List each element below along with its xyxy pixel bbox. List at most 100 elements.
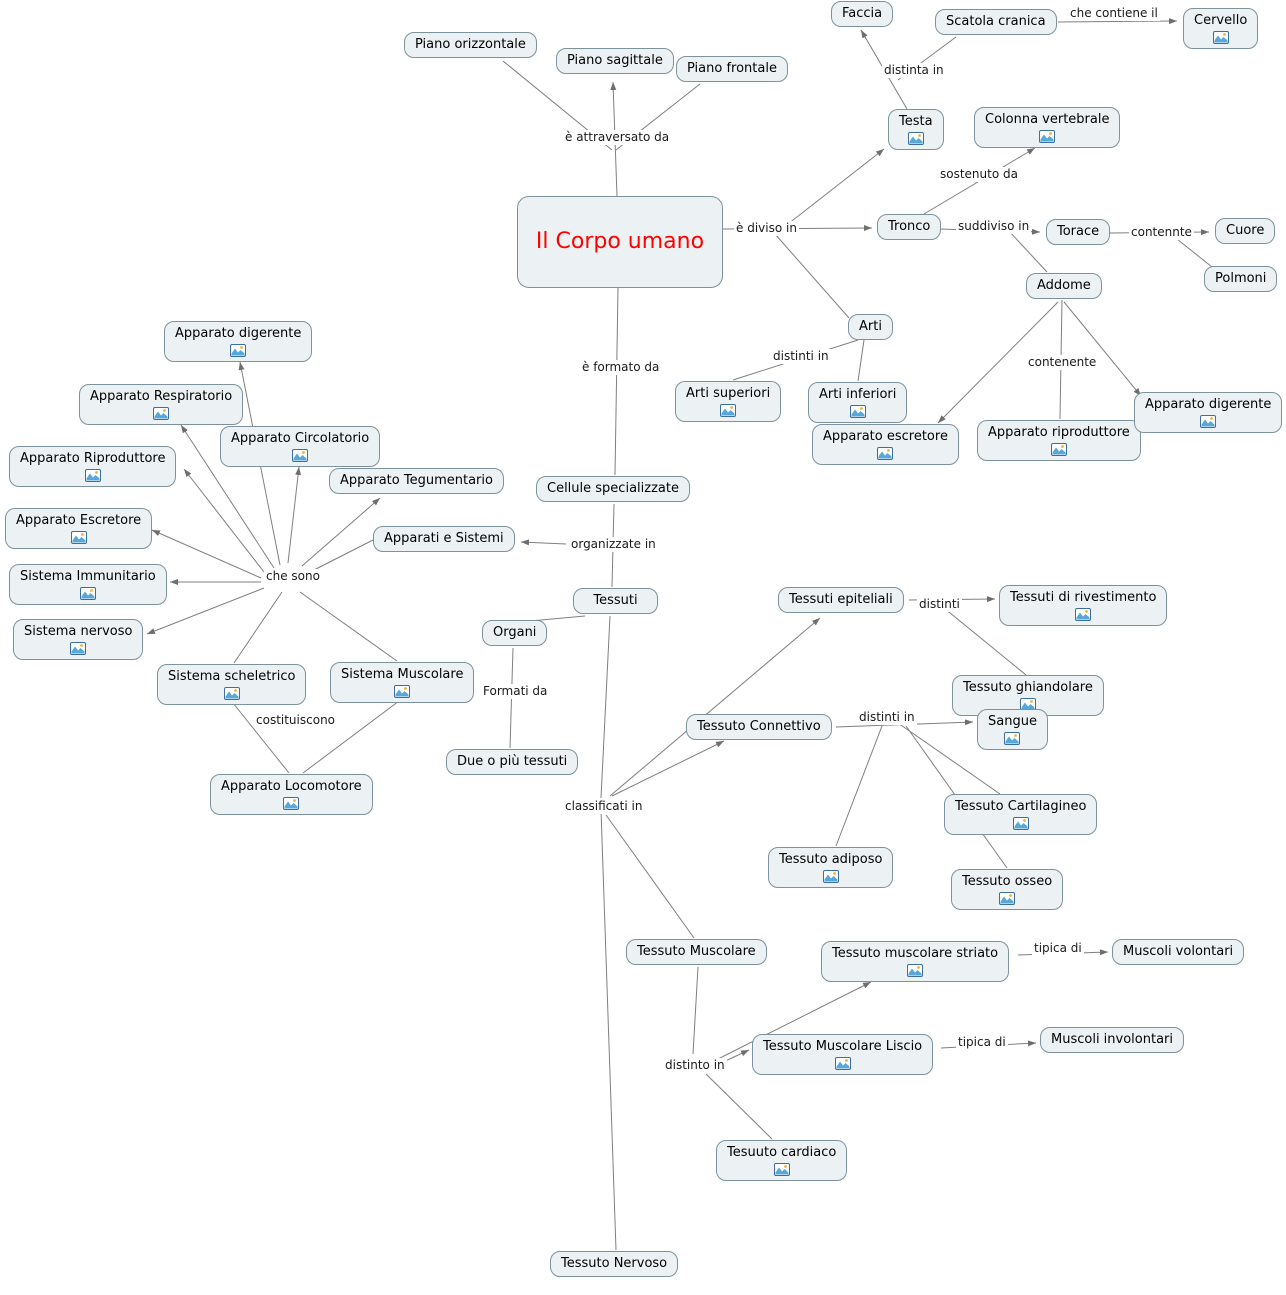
concept-node-apparato-escretore-addome[interactable]: Apparato escretore	[812, 424, 959, 465]
concept-node-tessuto-adiposo[interactable]: Tessuto adiposo	[768, 847, 894, 888]
concept-node-apparati-e-sistemi[interactable]: Apparati e Sistemi	[373, 526, 515, 552]
concept-node-cellule-specializzate[interactable]: Cellule specializzate	[536, 476, 690, 502]
link-label-17[interactable]: tipica di	[1032, 941, 1084, 956]
link-label-14[interactable]: costituiscono	[254, 713, 338, 728]
concept-node-tessuto-muscolare-striato[interactable]: Tessuto muscolare striato	[821, 941, 1010, 982]
image-resource-icon[interactable]	[84, 469, 101, 482]
link-label-7[interactable]: distinti in	[771, 349, 831, 364]
concept-node-apparato-digerente-sx[interactable]: Apparato digerente	[164, 321, 313, 362]
concept-node-apparato-locomotore[interactable]: Apparato Locomotore	[210, 774, 373, 815]
concept-node-polmoni[interactable]: Polmoni	[1204, 266, 1278, 292]
concept-node-piano-sagittale[interactable]: Piano sagittale	[556, 48, 674, 74]
image-resource-icon[interactable]	[79, 587, 96, 600]
concept-node-tessuto-muscolare-liscio[interactable]: Tessuto Muscolare Liscio	[752, 1034, 934, 1075]
concept-node-tessuto-cartilagineo[interactable]: Tessuto Cartilagineo	[944, 794, 1098, 835]
concept-node-tronco[interactable]: Tronco	[877, 214, 942, 240]
link-label-11[interactable]: che sono	[264, 569, 322, 584]
concept-node-sangue[interactable]: Sangue	[977, 709, 1048, 750]
concept-node-apparato-digerente-addome[interactable]: Apparato digerente	[1134, 392, 1283, 433]
concept-node-tessuto-osseo[interactable]: Tessuto osseo	[951, 869, 1064, 910]
concept-node-cuore[interactable]: Cuore	[1215, 218, 1276, 244]
concept-node-scatola-cranica[interactable]: Scatola cranica	[935, 9, 1057, 35]
concept-node-sistema-nervoso[interactable]: Sistema nervoso	[13, 619, 144, 660]
concept-node-arti-inferiori[interactable]: Arti inferiori	[808, 382, 908, 423]
image-resource-icon[interactable]	[223, 687, 240, 700]
concept-node-organi[interactable]: Organi	[482, 620, 548, 646]
image-resource-icon[interactable]	[877, 447, 894, 460]
link-label-4[interactable]: è diviso in	[734, 221, 799, 236]
link-label-3[interactable]: sostenuto da	[938, 167, 1020, 182]
link-label-15[interactable]: distinti in	[857, 710, 917, 725]
image-resource-icon[interactable]	[1212, 31, 1229, 44]
image-resource-icon[interactable]	[70, 642, 87, 655]
concept-node-apparato-respiratorio[interactable]: Apparato Respiratorio	[79, 384, 244, 425]
image-resource-icon[interactable]	[773, 1163, 790, 1176]
image-resource-icon[interactable]	[1050, 443, 1067, 456]
concept-node-testa[interactable]: Testa	[888, 109, 944, 150]
concept-node-tessuti-epiteliali[interactable]: Tessuti epiteliali	[778, 587, 904, 613]
link-label-19[interactable]: distinto in	[663, 1058, 727, 1073]
concept-node-arti-superiori[interactable]: Arti superiori	[675, 381, 782, 422]
concept-node-apparato-tegumentario[interactable]: Apparato Tegumentario	[329, 468, 504, 494]
image-resource-icon[interactable]	[1075, 608, 1092, 621]
link-label-1[interactable]: distinta in	[882, 63, 946, 78]
concept-node-due-o-piu-tessuti[interactable]: Due o più tessuti	[446, 749, 579, 775]
concept-node-sistema-scheletrico[interactable]: Sistema scheletrico	[157, 664, 307, 705]
concept-node-arti[interactable]: Arti	[848, 314, 893, 340]
concept-node-il-corpo-umano[interactable]: Il Corpo umano	[517, 196, 723, 288]
image-resource-icon[interactable]	[1004, 732, 1021, 745]
concept-node-cervello[interactable]: Cervello	[1183, 8, 1259, 49]
concept-node-muscoli-volontari[interactable]: Muscoli volontari	[1112, 939, 1245, 965]
link-label-10[interactable]: organizzate in	[569, 537, 658, 552]
edge-line-32	[897, 722, 1001, 795]
concept-node-label: Testa	[899, 114, 933, 129]
concept-node-tessuto-connettivo[interactable]: Tessuto Connettivo	[686, 714, 832, 740]
image-resource-icon[interactable]	[720, 404, 737, 417]
image-resource-icon[interactable]	[153, 407, 170, 420]
image-resource-icon[interactable]	[1019, 698, 1036, 711]
image-resource-icon[interactable]	[230, 344, 247, 357]
link-label-6[interactable]: contennte	[1129, 225, 1194, 240]
concept-node-sistema-muscolare[interactable]: Sistema Muscolare	[330, 662, 475, 703]
image-resource-icon[interactable]	[1012, 817, 1029, 830]
image-resource-icon[interactable]	[822, 870, 839, 883]
link-label-5[interactable]: suddiviso in	[956, 219, 1032, 234]
concept-node-apparato-riproduttore-addome[interactable]: Apparato riproduttore	[977, 420, 1141, 461]
concept-node-muscoli-involontari[interactable]: Muscoli involontari	[1040, 1027, 1185, 1053]
concept-node-apparato-circolatorio[interactable]: Apparato Circolatorio	[220, 426, 381, 467]
concept-node-piano-orizzontale[interactable]: Piano orizzontale	[404, 32, 537, 58]
image-resource-icon[interactable]	[907, 132, 924, 145]
link-label-0[interactable]: è attraversato da	[563, 130, 672, 145]
concept-node-apparato-riproduttore[interactable]: Apparato Riproduttore	[9, 446, 177, 487]
link-label-13[interactable]: Formati da	[481, 684, 550, 699]
image-resource-icon[interactable]	[394, 685, 411, 698]
image-resource-icon[interactable]	[1039, 130, 1056, 143]
concept-node-tessuto-cardiaco[interactable]: Tesuuto cardiaco	[716, 1140, 848, 1181]
link-label-18[interactable]: tipica di	[956, 1035, 1008, 1050]
image-resource-icon[interactable]	[907, 964, 924, 977]
concept-node-tessuto-nervoso[interactable]: Tessuto Nervoso	[550, 1251, 679, 1277]
concept-node-tessuti-di-rivestimento[interactable]: Tessuti di rivestimento	[999, 585, 1168, 626]
link-label-8[interactable]: contenente	[1026, 355, 1099, 370]
link-label-16[interactable]: classificati in	[563, 799, 645, 814]
concept-node-apparato-escretore[interactable]: Apparato Escretore	[5, 508, 153, 549]
image-resource-icon[interactable]	[999, 892, 1016, 905]
concept-node-colonna-vertebrale[interactable]: Colonna vertebrale	[974, 107, 1121, 148]
concept-node-faccia[interactable]: Faccia	[831, 1, 894, 27]
concept-node-sistema-immunitario[interactable]: Sistema Immunitario	[9, 564, 167, 605]
image-resource-icon[interactable]	[834, 1057, 851, 1070]
link-label-12[interactable]: distinti	[917, 597, 962, 612]
image-resource-icon[interactable]	[849, 405, 866, 418]
concept-node-addome[interactable]: Addome	[1026, 273, 1102, 299]
image-resource-icon[interactable]	[70, 531, 87, 544]
image-resource-icon[interactable]	[283, 797, 300, 810]
concept-node-piano-frontale[interactable]: Piano frontale	[676, 56, 788, 82]
concept-node-torace[interactable]: Torace	[1046, 219, 1111, 245]
image-resource-icon[interactable]	[1200, 415, 1217, 428]
concept-node-tessuto-muscolare[interactable]: Tessuto Muscolare	[626, 939, 767, 965]
concept-node-tessuti[interactable]: Tessuti	[573, 588, 658, 614]
link-label-2[interactable]: che contiene il	[1068, 6, 1160, 21]
link-label-9[interactable]: è formato da	[580, 360, 662, 375]
image-resource-icon[interactable]	[292, 449, 309, 462]
